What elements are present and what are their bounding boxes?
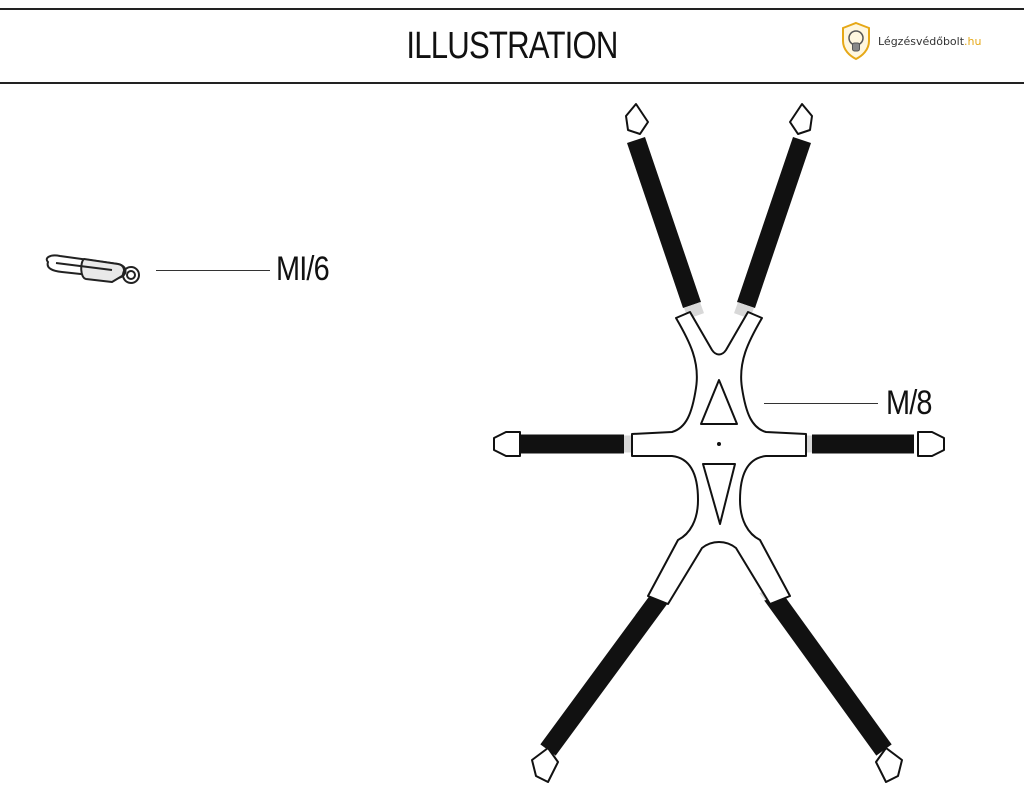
page-title: ILLUSTRATION: [406, 25, 618, 67]
shield-mask-logo-icon: [842, 21, 870, 61]
brand-logo[interactable]: Légzésvédőbolt.hu: [840, 20, 981, 62]
header-top-rule: [0, 8, 1024, 10]
part-label-mi6: MI/6: [276, 250, 330, 288]
buckle-pin-icon: [45, 254, 140, 284]
mi6-leader-line: [156, 270, 270, 271]
m8-leader-line: [764, 403, 878, 404]
header-bottom-rule: [0, 82, 1024, 84]
head-harness-icon: [493, 103, 945, 783]
part-label-m8: M/8: [886, 384, 932, 422]
brand-text: Légzésvédőbolt.hu: [878, 34, 982, 48]
